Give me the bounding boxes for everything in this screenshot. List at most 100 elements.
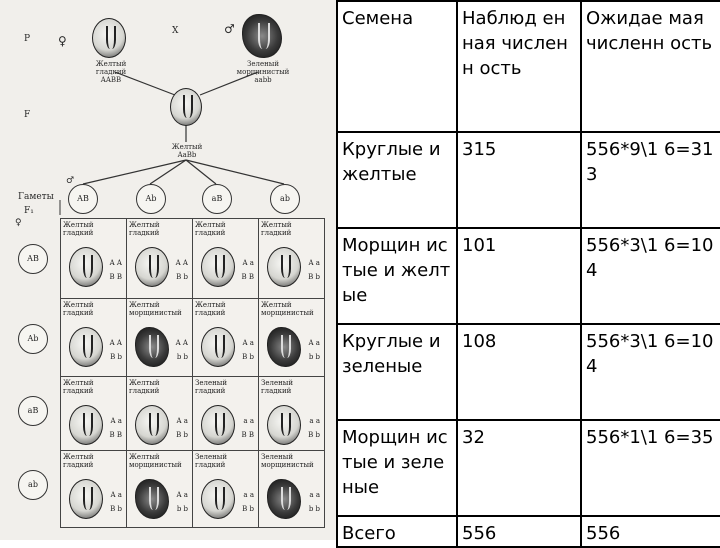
punnett-cell-genotype-b: B b bbox=[176, 273, 188, 281]
punnett-cell-phenotype: Желтый гладкий bbox=[129, 379, 190, 395]
row-expected: 556 bbox=[581, 516, 720, 547]
female-symbol-icon: ♀ bbox=[58, 34, 67, 48]
parent-female-genotype: AABB bbox=[80, 76, 142, 84]
punnett-cell-phenotype: Желтый гладкий bbox=[195, 301, 256, 317]
punnett-cell-genotype-a: A a bbox=[243, 259, 254, 267]
punnett-cell-genotype-b: b b bbox=[309, 505, 320, 513]
punnett-cell-phenotype: Зеленый гладкий bbox=[195, 453, 256, 469]
smooth-seed-icon bbox=[135, 247, 169, 287]
punnett-cell-genotype-a: A a bbox=[111, 491, 122, 499]
punnett-cell-phenotype: Желтый морщинистый bbox=[129, 301, 190, 317]
punnett-cell: Желтый гладкий A a B b bbox=[192, 298, 259, 379]
parent-male-label: Зеленый морщинистый aabb bbox=[222, 60, 304, 84]
punnett-cell-genotype-b: b b bbox=[177, 505, 188, 513]
gamete-top-2: Ab bbox=[136, 184, 166, 214]
punnett-cell-genotype-a: A a bbox=[243, 339, 254, 347]
wrinkled-seed-icon bbox=[267, 327, 301, 367]
punnett-cell-genotype-a: A a bbox=[177, 491, 188, 499]
smooth-seed-icon bbox=[69, 327, 103, 367]
f-generation-label: F bbox=[24, 110, 30, 120]
wrinkled-seed-icon bbox=[267, 479, 301, 519]
row-seed-type: Круглые и зеленые bbox=[337, 324, 457, 420]
f1-label: F₁ bbox=[24, 206, 34, 216]
gamete-left-3: aB bbox=[18, 396, 48, 426]
punnett-cell-genotype-b: B b bbox=[176, 431, 188, 439]
punnett-cell-genotype-a: A A bbox=[110, 259, 122, 267]
male-symbol-small-icon: ♂ bbox=[66, 176, 74, 186]
punnett-cell: Желтый гладкий A a B B bbox=[192, 218, 259, 299]
punnett-cell-phenotype: Желтый гладкий bbox=[129, 221, 190, 237]
row-seed-type: Круглые и желтые bbox=[337, 132, 457, 228]
punnett-cell-phenotype: Желтый гладкий bbox=[63, 221, 124, 237]
table-header-row: Семена Наблюд енная численн ость Ожидае … bbox=[337, 1, 720, 132]
parent-female-seed-icon bbox=[92, 18, 126, 58]
row-observed: 108 bbox=[457, 324, 581, 420]
punnett-cell-genotype-a: A A bbox=[176, 339, 188, 347]
punnett-cell: Желтый морщинистый A a b b bbox=[126, 450, 193, 528]
punnett-cell-genotype-a: A a bbox=[111, 417, 122, 425]
dihybrid-cross-diagram: P ♀ X ♂ Желтый гладкий AABB Зеленый морщ… bbox=[0, 0, 336, 540]
smooth-seed-icon bbox=[69, 405, 103, 445]
punnett-cell-genotype-b: B B bbox=[109, 273, 122, 281]
smooth-seed-icon bbox=[201, 247, 235, 287]
punnett-cell-genotype-a: A a bbox=[309, 259, 320, 267]
f1-hybrid-color: Желтый bbox=[146, 143, 228, 151]
punnett-cell-genotype-b: B b bbox=[242, 353, 254, 361]
row-seed-type: Морщин истые и желтые bbox=[337, 228, 457, 324]
punnett-cell-genotype-b: B B bbox=[241, 431, 254, 439]
smooth-seed-icon bbox=[69, 479, 103, 519]
smooth-seed-icon bbox=[267, 405, 301, 445]
row-seed-type: Всего bbox=[337, 516, 457, 547]
punnett-cell-phenotype: Зеленый морщинистый bbox=[261, 453, 322, 469]
row-seed-type: Морщин истые и зеленые bbox=[337, 420, 457, 516]
smooth-seed-icon bbox=[135, 405, 169, 445]
table-row: Морщин истые и желтые 101 556*3\1 6=104 bbox=[337, 228, 720, 324]
punnett-cell-phenotype: Зеленый гладкий bbox=[261, 379, 322, 395]
punnett-cell: Желтый морщинистый A A b b bbox=[126, 298, 193, 379]
gamete-top-1: AB bbox=[68, 184, 98, 214]
row-observed: 556 bbox=[457, 516, 581, 547]
row-observed: 101 bbox=[457, 228, 581, 324]
gamete-top-4: ab bbox=[270, 184, 300, 214]
punnett-cell-genotype-b: b b bbox=[177, 353, 188, 361]
punnett-cell-phenotype: Желтый гладкий bbox=[63, 379, 124, 395]
parent-male-color: Зеленый bbox=[222, 60, 304, 68]
punnett-cell-phenotype: Желтый гладкий bbox=[195, 221, 256, 237]
punnett-cell-genotype-a: a a bbox=[309, 417, 320, 425]
punnett-cell-genotype-a: a a bbox=[243, 491, 254, 499]
smooth-seed-icon bbox=[201, 479, 235, 519]
table-row-total: Всего 556 556 bbox=[337, 516, 720, 547]
row-observed: 315 bbox=[457, 132, 581, 228]
row-expected: 556*3\1 6=104 bbox=[581, 228, 720, 324]
punnett-cell-genotype-b: B B bbox=[241, 273, 254, 281]
results-table: Семена Наблюд енная численн ость Ожидае … bbox=[336, 0, 720, 548]
female-symbol-small-icon: ♀ bbox=[15, 218, 22, 228]
parent-female-color: Желтый bbox=[80, 60, 142, 68]
f1-hybrid-seed-icon bbox=[170, 88, 202, 126]
smooth-seed-icon bbox=[201, 405, 235, 445]
punnett-cell: Желтый гладкий A A B B bbox=[60, 218, 127, 299]
gametes-label: Гаметы bbox=[18, 192, 54, 202]
header-cell-observed: Наблюд енная численн ость bbox=[457, 1, 581, 132]
punnett-cell-phenotype: Желтый гладкий bbox=[63, 453, 124, 469]
punnett-cell-phenotype: Желтый морщинистый bbox=[129, 453, 190, 469]
parent-female-label: Желтый гладкий AABB bbox=[80, 60, 142, 84]
punnett-cell-genotype-a: a a bbox=[309, 491, 320, 499]
gamete-top-3: aB bbox=[202, 184, 232, 214]
smooth-seed-icon bbox=[69, 247, 103, 287]
header-cell-expected: Ожидае мая численн ость bbox=[581, 1, 720, 132]
punnett-cell-phenotype: Желтый гладкий bbox=[63, 301, 124, 317]
table-row: Морщин истые и зеленые 32 556*1\1 6=35 bbox=[337, 420, 720, 516]
wrinkled-seed-icon bbox=[135, 479, 169, 519]
parent-male-shape: морщинистый bbox=[222, 68, 304, 76]
parent-male-genotype: aabb bbox=[222, 76, 304, 84]
punnett-cell: Желтый гладкий A a B b bbox=[126, 376, 193, 451]
punnett-cell-genotype-a: A a bbox=[177, 417, 188, 425]
punnett-cell-genotype-a: A A bbox=[110, 339, 122, 347]
punnett-cell-genotype-a: a a bbox=[243, 417, 254, 425]
